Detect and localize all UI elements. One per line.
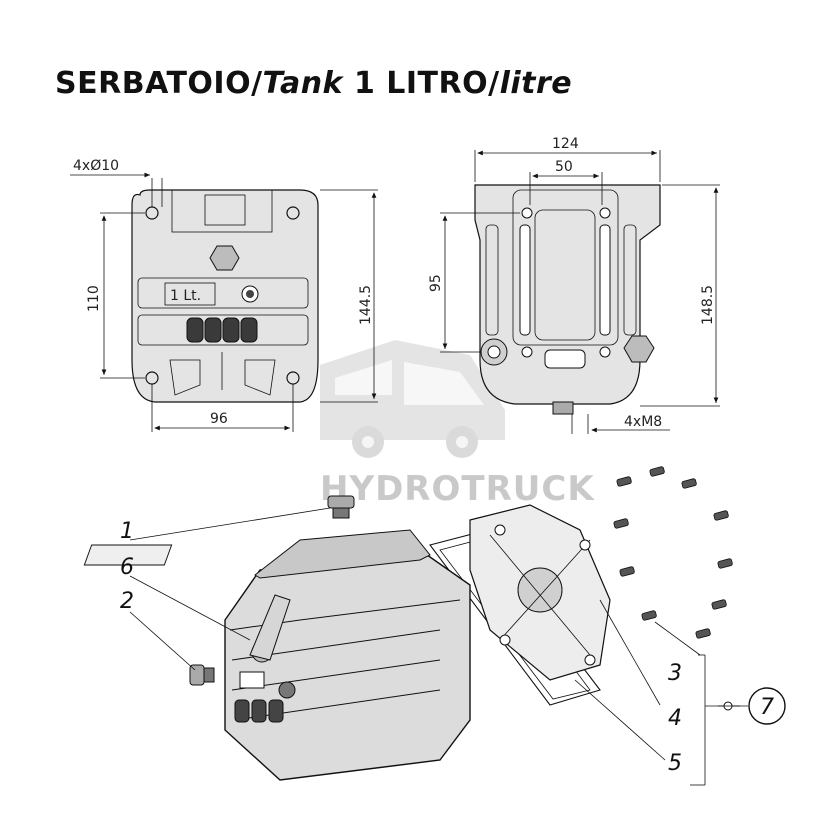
capacity-label: 1 Lt. [170, 288, 201, 304]
callout-4: 4 [668, 706, 682, 731]
drawing-title: SERBATOIO/Tank 1 LITRO/litre [55, 66, 572, 101]
dim-side-width-inner: 50 [555, 159, 573, 175]
dim-side-height-total: 148.5 [700, 285, 716, 325]
dim-thread: 4xM8 [624, 414, 662, 430]
callout-7-circle [748, 687, 786, 725]
title-italic-tank: Tank [262, 66, 344, 101]
dim-front-width: 96 [210, 411, 228, 427]
title-middle: 1 LITRO/ [343, 66, 500, 101]
side-view: 124 50 95 148.5 4xM8 [428, 136, 720, 434]
tank-body [83, 529, 471, 781]
dim-holes: 4xØ10 [73, 158, 119, 174]
filler-cap [327, 495, 355, 519]
callout-5: 5 [668, 751, 682, 776]
front-view: 1 Lt. 4xØ10 110 144.5 96 [70, 158, 378, 432]
title-main: SERBATOIO/ [55, 66, 263, 101]
screw-set [613, 466, 733, 639]
callout-1: 1 [120, 519, 134, 544]
dim-front-height-inner: 110 [86, 285, 102, 312]
dim-side-width-top: 124 [552, 136, 579, 152]
callout-7: 7 [760, 695, 774, 720]
callout-6: 6 [120, 555, 134, 580]
watermark-text: HYDROTRUCK [320, 469, 595, 509]
dim-front-height-total: 144.5 [358, 285, 374, 325]
seal-icon [246, 290, 254, 298]
cover-plate [469, 504, 611, 681]
title-italic-litre: litre [499, 66, 573, 101]
truck-icon [320, 340, 505, 458]
callout-3: 3 [668, 661, 682, 686]
exploded-view: 1 6 2 3 4 5 7 [83, 466, 786, 786]
callout-2: 2 [120, 589, 134, 614]
digit-block [186, 317, 258, 343]
drain-plug [189, 664, 215, 686]
dim-side-height-inner: 95 [428, 274, 444, 292]
